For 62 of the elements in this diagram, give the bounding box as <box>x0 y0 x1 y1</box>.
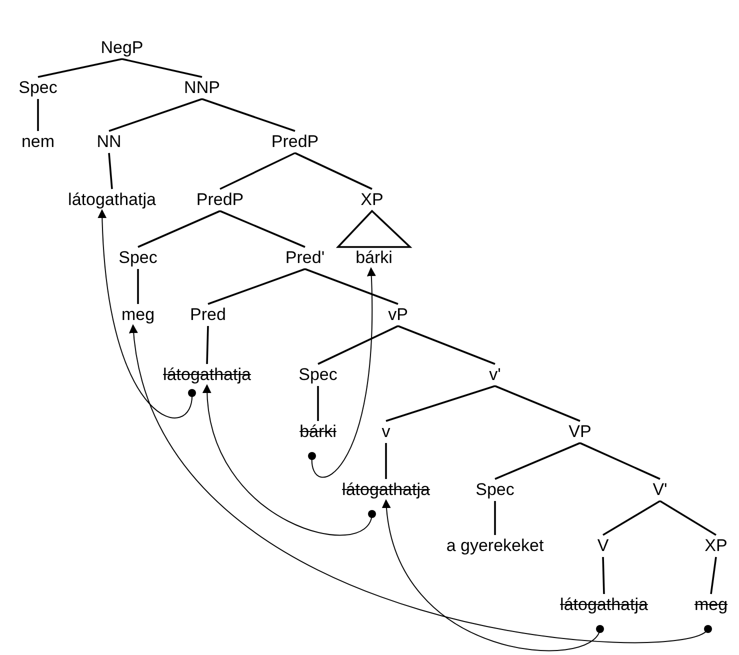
tree-branch <box>208 268 306 305</box>
tree-label: Spec <box>18 78 58 98</box>
tree-label: Pred <box>190 305 226 325</box>
tree-branch <box>710 556 717 594</box>
tree-label: PredP <box>271 132 319 152</box>
tree-branch <box>602 556 605 594</box>
tree-label: Pred' <box>285 248 325 268</box>
tree-branch <box>494 385 580 422</box>
tree-branch <box>317 386 319 421</box>
tree-label: VP <box>568 422 592 442</box>
tree-branch <box>602 500 660 536</box>
tree-label: vP <box>388 305 408 325</box>
tree-branch <box>494 501 496 535</box>
tree-branch <box>580 442 660 480</box>
triangle-roof <box>336 210 412 248</box>
tree-label: látogathatja <box>68 190 156 210</box>
struck-word: látogathatja <box>163 365 251 385</box>
tree-label: nem <box>21 132 55 152</box>
movement-arrow <box>382 499 604 652</box>
tree-branch <box>304 268 398 305</box>
tree-label: XP <box>360 190 384 210</box>
struck-word: meg <box>694 595 728 615</box>
tree-branch <box>494 442 580 480</box>
tree-label: v <box>382 422 390 442</box>
struck-word: látogathatja <box>560 595 648 615</box>
tree-branch <box>38 58 122 78</box>
movement-arrow <box>203 384 376 536</box>
tree-label: a gyerekeket <box>446 536 544 556</box>
tree-label: Spec <box>476 480 514 500</box>
tree-branch <box>385 443 387 479</box>
struck-word: látogathatja <box>342 480 430 500</box>
tree-label: XP <box>704 536 728 556</box>
tree-label: NegP <box>100 38 144 58</box>
tree-label: V <box>597 536 609 556</box>
tree-branch <box>220 152 296 190</box>
tree-label: Spec <box>118 248 158 268</box>
movement-arrow <box>98 209 196 418</box>
tree-branch <box>122 58 202 78</box>
tree-label: NN <box>96 132 122 152</box>
tree-branch <box>202 98 296 132</box>
tree-label: v' <box>489 365 501 385</box>
tree-branch <box>220 210 306 248</box>
tree-branch <box>318 325 398 365</box>
tree-label: meg <box>121 305 155 325</box>
movement-arrow <box>130 324 712 643</box>
tree-branch <box>660 500 716 536</box>
tree-label: V' <box>652 480 668 500</box>
tree-branch <box>386 385 496 422</box>
tree-branch <box>108 152 113 190</box>
tree-branch <box>138 210 220 248</box>
tree-branch <box>37 99 39 131</box>
tree-branch <box>294 152 372 190</box>
tree-label: NNP <box>184 78 220 98</box>
tree-label: bárki <box>356 248 392 268</box>
movement-arrow <box>308 267 376 478</box>
tree-branch <box>398 325 496 365</box>
tree-branch <box>108 98 202 132</box>
tree-branch <box>206 326 209 364</box>
struck-word: bárki <box>300 422 336 442</box>
tree-label: PredP <box>196 190 244 210</box>
tree-label: Spec <box>298 365 338 385</box>
tree-branch <box>137 269 139 304</box>
